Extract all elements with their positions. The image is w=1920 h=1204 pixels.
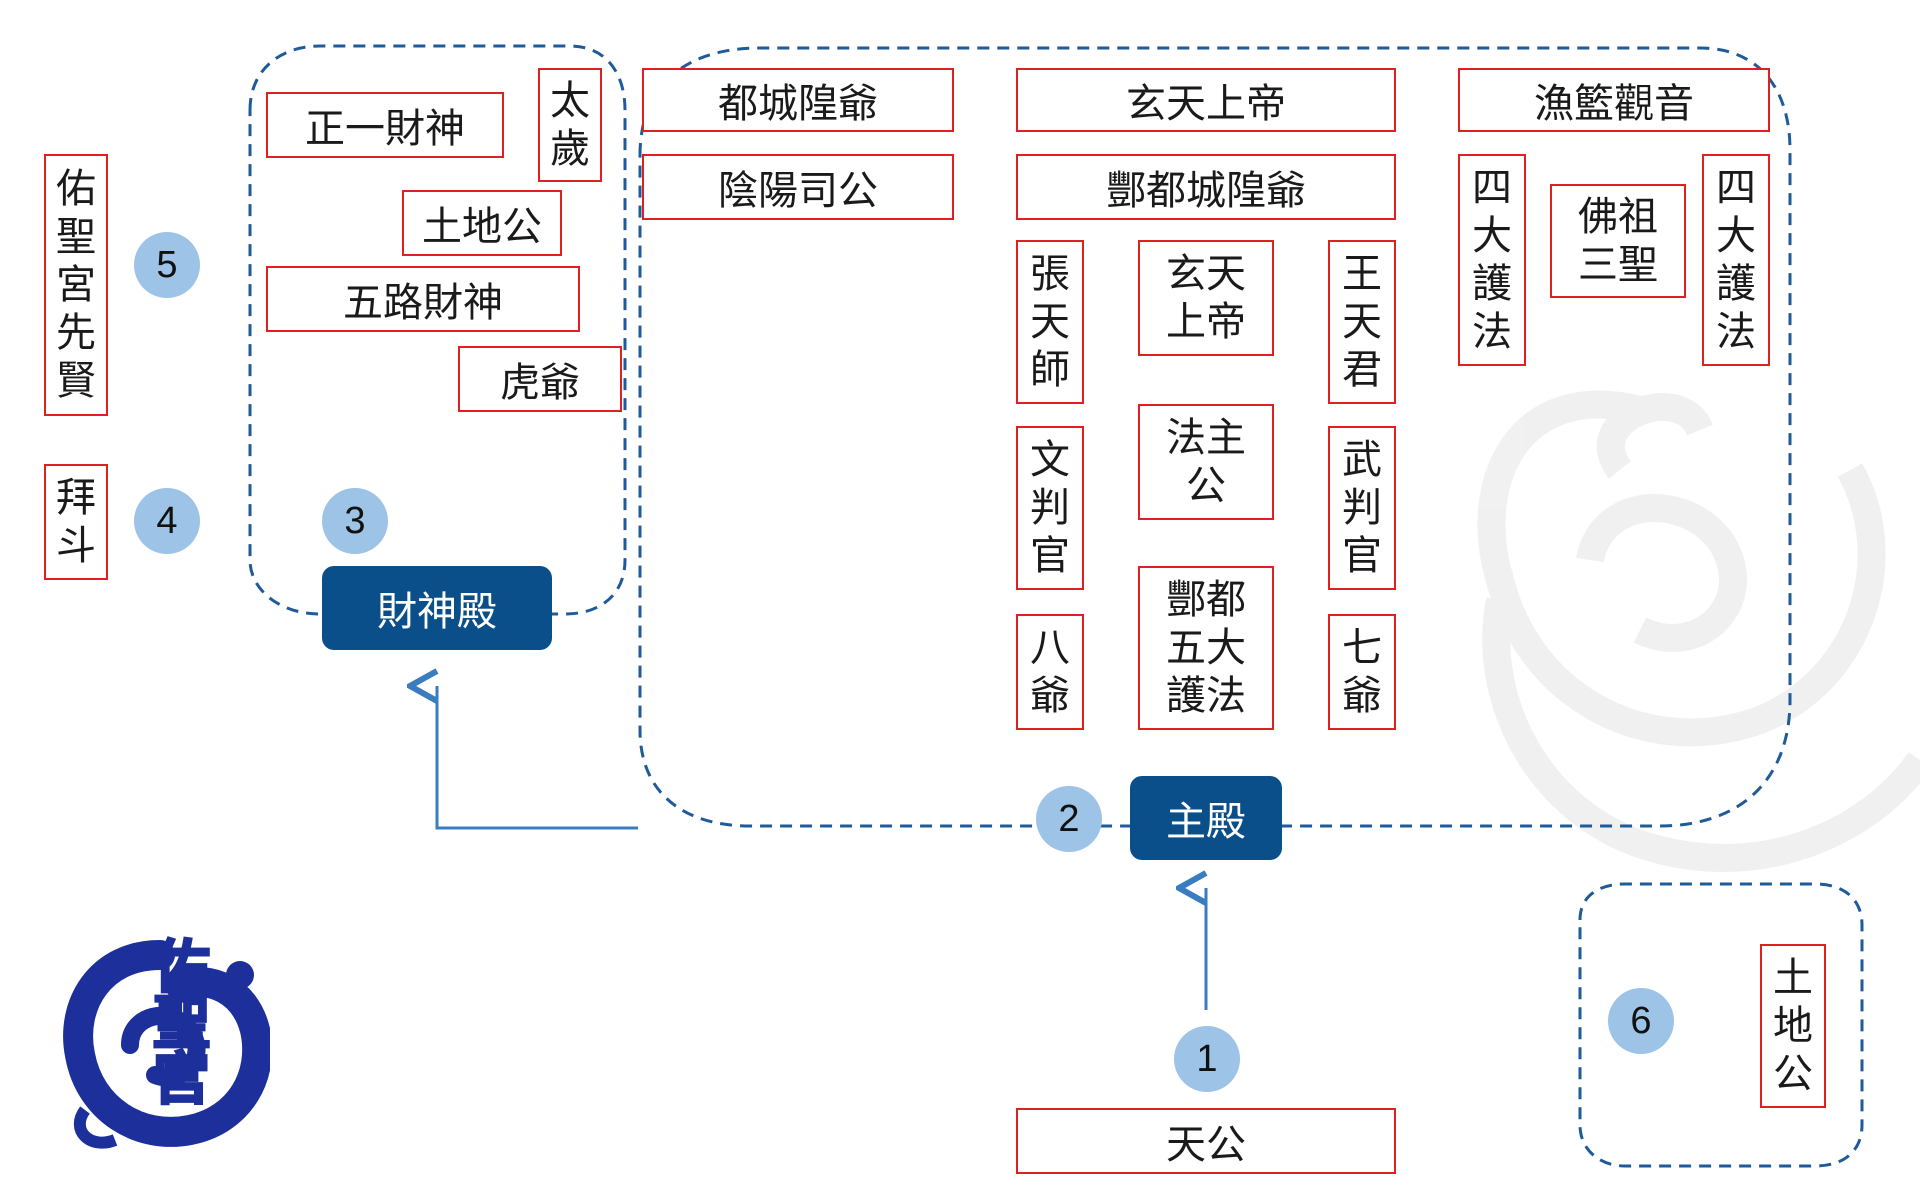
main-hall-badge: 主殿 bbox=[1130, 776, 1282, 860]
youshenggong-logo: 佑聖宮 bbox=[60, 935, 270, 1155]
deity-fazhu-gong: 法主 公 bbox=[1138, 404, 1274, 520]
deity-label: 武 判 官 bbox=[1342, 437, 1382, 579]
deity-ba-ye: 八 爺 bbox=[1016, 614, 1084, 730]
deity-label: 四 大 護 法 bbox=[1716, 165, 1756, 355]
deity-qi-ye: 七 爺 bbox=[1328, 614, 1396, 730]
deity-label: 太 歲 bbox=[550, 78, 590, 172]
deity-xuantian-shangdi-top: 玄天上帝 bbox=[1016, 68, 1396, 132]
deity-label: 拜 斗 bbox=[56, 475, 96, 569]
deity-yulan-guanyin: 漁籃觀音 bbox=[1458, 68, 1770, 132]
number-6: 6 bbox=[1608, 988, 1674, 1054]
deity-taisui: 太 歲 bbox=[538, 68, 602, 182]
deity-label: 虎爺 bbox=[500, 360, 580, 406]
number-label: 4 bbox=[156, 499, 178, 542]
number-5: 5 bbox=[134, 232, 200, 298]
deity-tudigong-side: 土 地 公 bbox=[1760, 944, 1826, 1108]
wealth-hall-badge: 財神殿 bbox=[322, 566, 552, 650]
main-hall-region bbox=[638, 46, 1792, 828]
deity-zhengyi-caishen: 正一財神 bbox=[266, 92, 504, 158]
number-label: 5 bbox=[156, 243, 178, 286]
number-label: 6 bbox=[1630, 999, 1652, 1042]
deity-label: 玄天 上帝 bbox=[1166, 251, 1246, 345]
deity-label: 七 爺 bbox=[1342, 625, 1382, 719]
main-hall-label: 主殿 bbox=[1166, 799, 1246, 845]
deity-yinyang-sigong: 陰陽司公 bbox=[642, 154, 954, 220]
logo-text: 佑聖宮 bbox=[143, 936, 211, 1107]
deity-wulu-caishen: 五路財神 bbox=[266, 266, 580, 332]
deity-label: 五路財神 bbox=[343, 280, 503, 326]
deity-label: 酆都 五大 護法 bbox=[1166, 577, 1246, 719]
number-3: 3 bbox=[322, 488, 388, 554]
number-1: 1 bbox=[1174, 1026, 1240, 1092]
deity-label: 土地公 bbox=[422, 204, 542, 250]
deity-dusheng-chenghuang: 都城隍爺 bbox=[642, 68, 954, 132]
deity-baidou: 拜 斗 bbox=[44, 464, 108, 580]
deity-label: 佛祖 三聖 bbox=[1578, 194, 1658, 288]
deity-label: 陰陽司公 bbox=[718, 168, 878, 214]
wealth-hall-label: 財神殿 bbox=[377, 589, 497, 635]
deity-label: 漁籃觀音 bbox=[1534, 81, 1694, 127]
deity-label: 四 大 護 法 bbox=[1472, 165, 1512, 355]
deity-label: 酆都城隍爺 bbox=[1106, 168, 1306, 214]
deity-wen-panguan: 文 判 官 bbox=[1016, 426, 1084, 590]
deity-label: 正一財神 bbox=[305, 106, 465, 152]
number-4: 4 bbox=[134, 488, 200, 554]
deity-tudigong-wealth: 土地公 bbox=[402, 190, 562, 256]
wealth-hall-region bbox=[248, 44, 627, 616]
number-label: 2 bbox=[1058, 797, 1080, 840]
deity-fengdu-wuda-hufa: 酆都 五大 護法 bbox=[1138, 566, 1274, 730]
deity-label: 佑 聖 宮 先 賢 bbox=[56, 166, 96, 404]
deity-tiangong: 天公 bbox=[1016, 1108, 1396, 1174]
arrow-to-wealth bbox=[437, 686, 638, 830]
deity-label: 八 爺 bbox=[1030, 625, 1070, 719]
deity-sida-hufa-left: 四 大 護 法 bbox=[1458, 154, 1526, 366]
deity-sida-hufa-right: 四 大 護 法 bbox=[1702, 154, 1770, 366]
deity-label: 都城隍爺 bbox=[718, 81, 878, 127]
deity-fengdu-chenghuang: 酆都城隍爺 bbox=[1016, 154, 1396, 220]
deity-fozu-sansheng: 佛祖 三聖 bbox=[1550, 184, 1686, 298]
watermark-dragon-icon bbox=[1477, 390, 1920, 872]
number-2: 2 bbox=[1036, 786, 1102, 852]
deity-label: 王 天 君 bbox=[1342, 251, 1382, 393]
deity-label: 玄天上帝 bbox=[1126, 81, 1286, 127]
dragon-logo-icon bbox=[63, 940, 270, 1149]
number-label: 3 bbox=[344, 499, 366, 542]
deity-zhang-tianshi: 張 天 師 bbox=[1016, 240, 1084, 404]
deity-label: 天公 bbox=[1166, 1122, 1246, 1168]
deity-wu-panguan: 武 判 官 bbox=[1328, 426, 1396, 590]
deity-youshenggong-xianxian: 佑 聖 宮 先 賢 bbox=[44, 154, 108, 416]
deity-label: 張 天 師 bbox=[1030, 251, 1070, 393]
number-label: 1 bbox=[1196, 1037, 1218, 1080]
deity-hu-ye: 虎爺 bbox=[458, 346, 622, 412]
deity-label: 法主 公 bbox=[1166, 415, 1246, 509]
deity-label: 文 判 官 bbox=[1030, 437, 1070, 579]
deity-label: 土 地 公 bbox=[1773, 955, 1813, 1097]
deity-wang-tianjun: 王 天 君 bbox=[1328, 240, 1396, 404]
deity-xuantian-shangdi-mid: 玄天 上帝 bbox=[1138, 240, 1274, 356]
side-region bbox=[1578, 882, 1864, 1168]
